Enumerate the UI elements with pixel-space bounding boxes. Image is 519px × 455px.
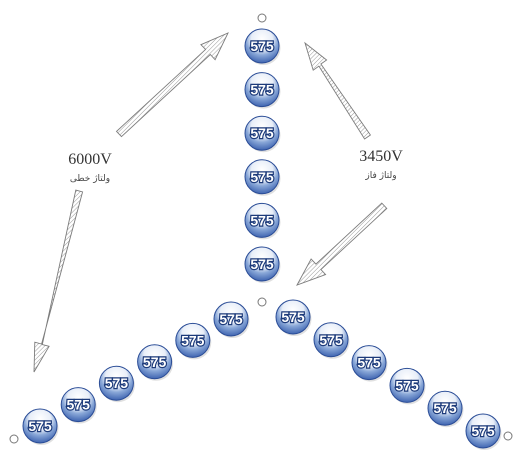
left-arm-cell-ball — [98, 365, 134, 401]
top-arm-cell-ball — [244, 72, 280, 108]
right-arm-cell-label: 575 — [281, 309, 305, 325]
phase-voltage-arrow-bottom — [296, 202, 388, 286]
left-arm-cell-ball — [137, 344, 173, 380]
top-arm-cell-label: 575 — [250, 125, 274, 141]
top-arm-cell-ball — [244, 28, 280, 64]
phase-voltage-label: 3450V ولتاژ فاز — [359, 148, 403, 181]
left-arm-cell-label: 575 — [105, 375, 129, 391]
right-terminal — [503, 431, 513, 441]
right-arm-cell-label: 575 — [319, 332, 343, 348]
right-arm-cell-label: 575 — [395, 377, 419, 393]
left-arm-cell-label: 575 — [28, 418, 52, 434]
phase-voltage-arrow-top — [304, 41, 372, 140]
left-arm-cell: 575 — [175, 322, 212, 360]
right-arm-cell-label: 575 — [357, 355, 381, 371]
left-arm-cell-ball — [175, 322, 211, 358]
left-arm: 575 575 575 575 575 575 — [22, 301, 250, 445]
top-arm: 575 575 575 575 575 575 — [244, 28, 281, 283]
right-arm-cell: 575 — [465, 413, 502, 450]
top-arm-cell: 575 — [244, 202, 281, 240]
line-voltage-arrow-top — [115, 32, 229, 138]
top-terminal — [257, 13, 267, 23]
left-arm-cell: 575 — [22, 408, 59, 445]
right-arm-cell-label: 575 — [471, 423, 495, 439]
top-arm-cell: 575 — [244, 115, 281, 153]
line-voltage-arrow-bottom — [33, 189, 84, 373]
left-arm-cell: 575 — [213, 301, 250, 338]
left-arm-cell-label: 575 — [67, 397, 91, 413]
top-arm-cell: 575 — [244, 159, 281, 196]
left-arm-cell-label: 575 — [143, 354, 167, 370]
top-arm-cell-label: 575 — [250, 256, 274, 272]
phase-voltage-value: 3450V — [359, 148, 403, 165]
top-arm-cell-ball — [244, 159, 280, 195]
neutral-terminal — [257, 297, 267, 307]
top-arm-cell-label: 575 — [250, 169, 274, 185]
phase-voltage-caption: ولتاژ فاز — [364, 171, 396, 181]
right-arm: 575 575 575 575 575 575 — [275, 299, 502, 450]
left-arm-cell-ball — [213, 301, 249, 337]
line-voltage-caption: ولتاژ خطی — [70, 174, 110, 184]
right-arm-cell: 575 — [351, 345, 388, 382]
right-arm-cell: 575 — [427, 390, 464, 428]
line-voltage-value: 6000V — [68, 151, 112, 168]
right-arm-cell-ball — [427, 390, 463, 426]
left-arm-cell: 575 — [98, 365, 135, 403]
right-arm-cell: 575 — [313, 322, 350, 359]
terminals — [9, 13, 513, 444]
left-terminal — [9, 434, 19, 444]
top-arm-cell-label: 575 — [250, 82, 274, 98]
top-arm-cell: 575 — [244, 246, 281, 283]
left-arm-cell-label: 575 — [219, 311, 243, 327]
top-arm-cell: 575 — [244, 28, 281, 65]
line-voltage-label: 6000V ولتاژ خطی — [68, 151, 112, 184]
left-arm-cell-ball — [60, 387, 96, 423]
left-arm-cell: 575 — [137, 344, 174, 381]
left-arm-cell-label: 575 — [181, 332, 205, 348]
right-arm-cell: 575 — [389, 367, 426, 405]
right-arm-cell: 575 — [275, 299, 312, 336]
arrows — [33, 32, 388, 373]
top-arm-cell-label: 575 — [250, 38, 274, 54]
right-arm-cell-ball — [389, 367, 425, 403]
right-arm-cell-ball — [313, 322, 349, 358]
top-arm-cell-ball — [244, 202, 280, 238]
top-arm-cell-ball — [244, 115, 280, 151]
top-arm-cell: 575 — [244, 72, 281, 109]
top-arm-cell-ball — [244, 246, 280, 282]
left-arm-cell: 575 — [60, 387, 97, 424]
left-arm-cell-ball — [22, 408, 58, 444]
right-arm-cell-ball — [351, 345, 387, 381]
top-arm-cell-label: 575 — [250, 212, 274, 228]
right-arm-cell-ball — [465, 413, 501, 449]
right-arm-cell-label: 575 — [433, 400, 457, 416]
right-arm-cell-ball — [275, 299, 311, 335]
